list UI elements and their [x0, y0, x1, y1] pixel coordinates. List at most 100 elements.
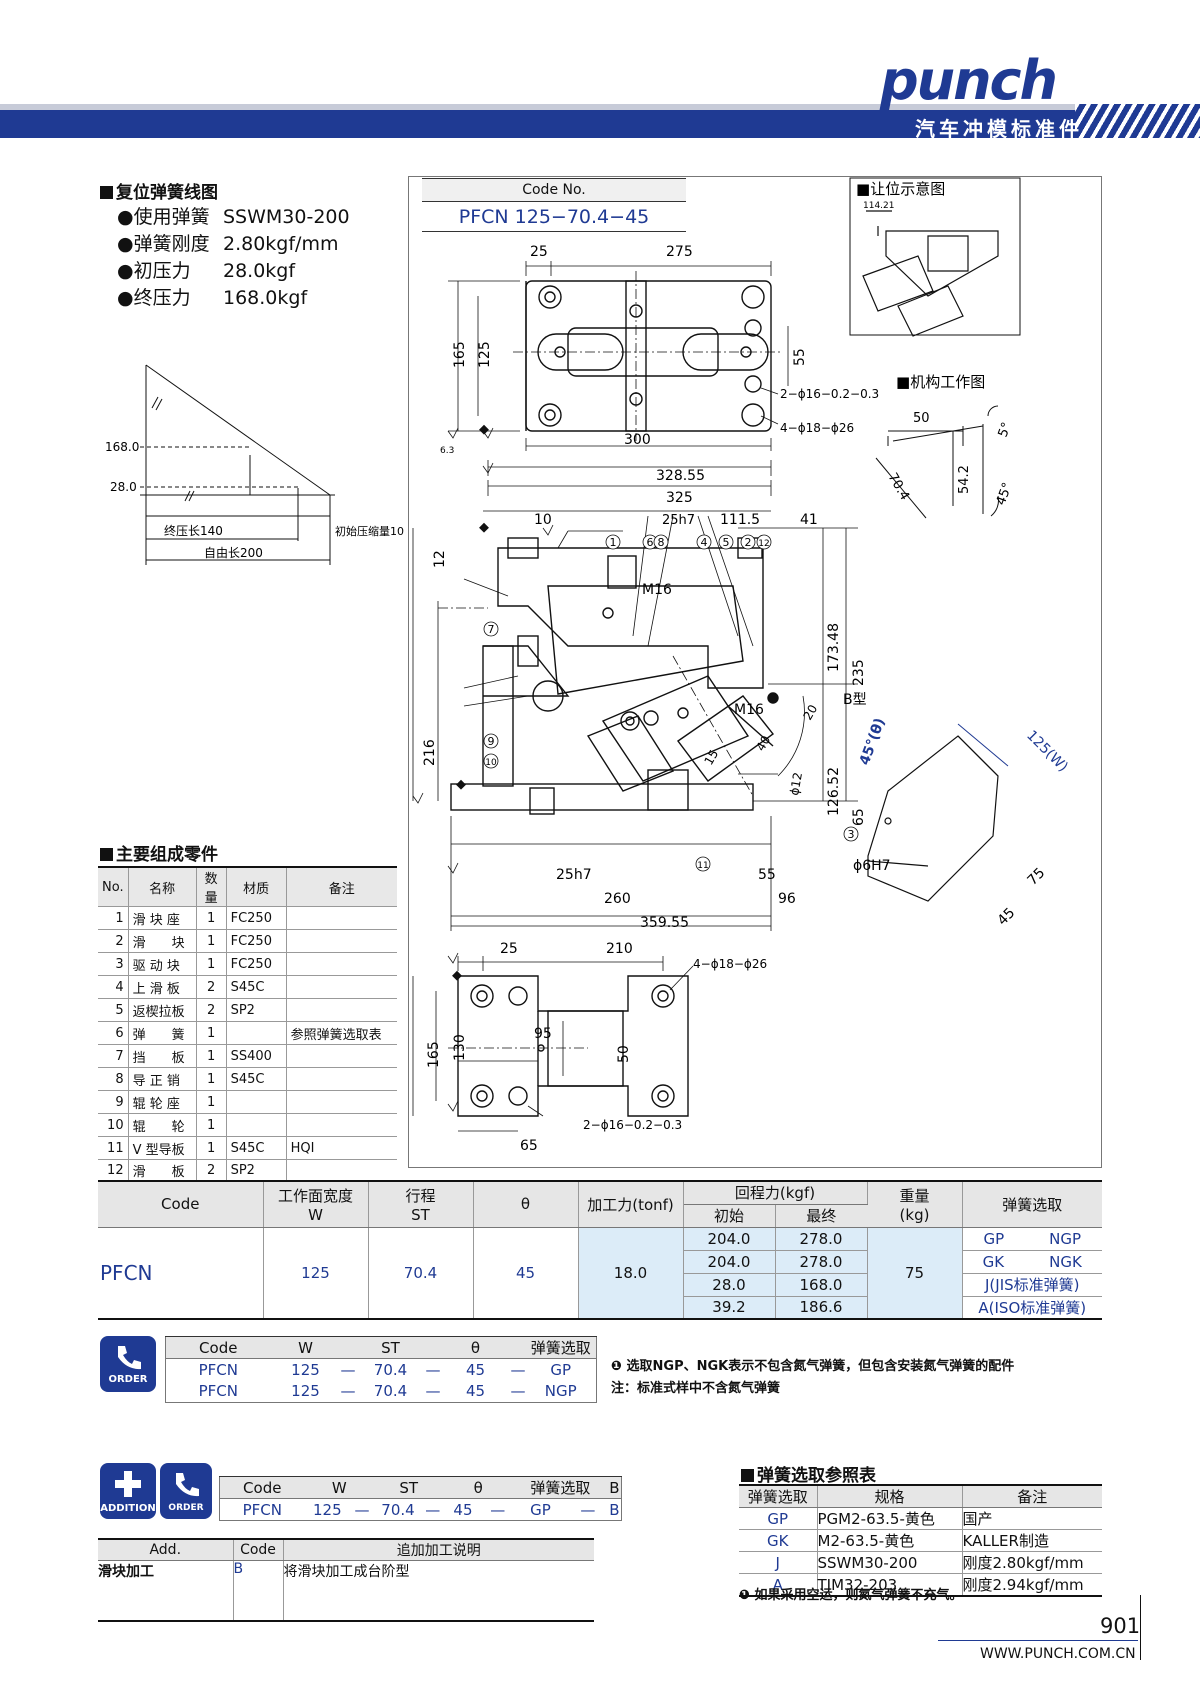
dim: 45° [994, 481, 1016, 508]
dim: 111.5 [720, 512, 760, 528]
footer-line [938, 1640, 1138, 1641]
table-cell: 滑 块 [128, 929, 197, 953]
header-band [0, 110, 1200, 138]
footer-url[interactable]: WWW.PUNCH.COM.CN [980, 1646, 1136, 1662]
balloon: 9 [488, 735, 495, 748]
table-cell: 挡 板 [128, 1044, 197, 1068]
balloon: 3 [848, 828, 855, 841]
table-cell: 7 [98, 1044, 129, 1068]
dim: 25h7 [556, 867, 592, 883]
code-box: Code No. PFCN 125−70.4−45 [422, 178, 686, 234]
table-cell: V 型导板 [128, 1136, 197, 1160]
table-cell: 2 [196, 975, 227, 999]
dim: 65 [851, 808, 867, 826]
dim: 10 [534, 512, 552, 528]
balloon: 4 [701, 536, 708, 549]
dim: 260 [604, 891, 631, 907]
table-cell: SP2 [226, 998, 287, 1022]
y-label-28: 28.0 [110, 480, 137, 494]
plus-icon [115, 1471, 141, 1497]
table-cell: 5 [98, 998, 129, 1022]
clearance-title: ■让位示意图 [856, 180, 945, 198]
dim: 75 [1025, 865, 1049, 889]
page-number: 901 [1100, 1614, 1141, 1638]
mechanism-title: ■机构工作图 [896, 373, 985, 391]
table-cell: 1 [196, 1136, 227, 1160]
dim: 359.55 [640, 915, 689, 931]
table-cell [286, 1067, 397, 1091]
table-cell: 3 [98, 952, 129, 976]
table-cell: 1 [196, 1090, 227, 1114]
dim: 4−ϕ18−ϕ26 [693, 957, 767, 971]
order-note-2: 注：标准式样中不含氮气弹簧 [611, 1381, 781, 1396]
table-cell: 1 [196, 906, 227, 930]
dim: 125 [477, 341, 493, 368]
order-badge: ORDER [100, 1336, 156, 1392]
balloon: 12 [758, 539, 769, 549]
dim: 15 [701, 747, 721, 767]
dim: 4−ϕ18−ϕ26 [780, 421, 854, 435]
table-cell: 6 [98, 1021, 129, 1045]
dim: 5° [996, 420, 1015, 439]
table-cell [286, 975, 397, 999]
dim: 275 [666, 244, 693, 260]
dim: 210 [606, 941, 633, 957]
table-cell: 驱 动 块 [128, 952, 197, 976]
dim: 25 [500, 941, 518, 957]
table-cell: 1 [196, 1113, 227, 1137]
table-cell: 辊 轮 座 [128, 1090, 197, 1114]
dim: 25 [530, 244, 548, 260]
dim: 25h7 [662, 513, 695, 528]
table-cell: FC250 [226, 906, 287, 930]
table-cell: 1 [196, 1044, 227, 1068]
dim: 2−ϕ16−0.2−0.3 [780, 387, 879, 401]
table-cell [286, 952, 397, 976]
dim: ϕ12 [787, 771, 805, 796]
footer-divider [1140, 1595, 1141, 1660]
spring-line-chart: 168.0 28.0 终压长140 初始压缩量10 自由长200 [105, 364, 404, 565]
table-cell: FC250 [226, 952, 287, 976]
clearance-dim: 114.21 [863, 201, 895, 211]
dim: 300 [408, 689, 412, 716]
code-box-value: PFCN 125−70.4−45 [422, 202, 686, 232]
table-cell: 辊 轮 [128, 1113, 197, 1137]
dim: 300 [624, 432, 651, 448]
table-cell: 12 [98, 1159, 129, 1184]
dim: 216 [422, 739, 438, 766]
dim: ϕ6H7 [853, 858, 891, 874]
brand-logo: punch [880, 49, 1058, 112]
y-label-168: 168.0 [105, 440, 139, 454]
table-cell: 9 [98, 1090, 129, 1114]
table-cell [286, 929, 397, 953]
phone-icon [118, 1346, 141, 1370]
table-cell: S45C [226, 1067, 287, 1091]
dim: 40 [753, 733, 773, 753]
table-cell [286, 906, 397, 930]
technical-drawing: 1 6 8 4 5 2 12 7 9 10 11 3 25 275 165 12… [408, 177, 1071, 1154]
code-box-header: Code No. [422, 178, 686, 202]
dim: B型 [843, 692, 867, 708]
dim: 96 [778, 891, 796, 907]
dim: 165 [426, 1041, 442, 1068]
dim: 165 [452, 341, 468, 368]
table-cell: SS400 [226, 1044, 287, 1068]
table-cell [226, 1021, 287, 1045]
table-cell: 4 [98, 975, 129, 999]
dim: 45°(θ) [857, 716, 889, 767]
phone-icon [176, 1473, 199, 1497]
dim: 125(W) [1023, 728, 1071, 776]
table-cell: 上 滑 板 [128, 975, 197, 999]
header-stripes [1075, 104, 1200, 138]
table-cell [286, 1044, 397, 1068]
